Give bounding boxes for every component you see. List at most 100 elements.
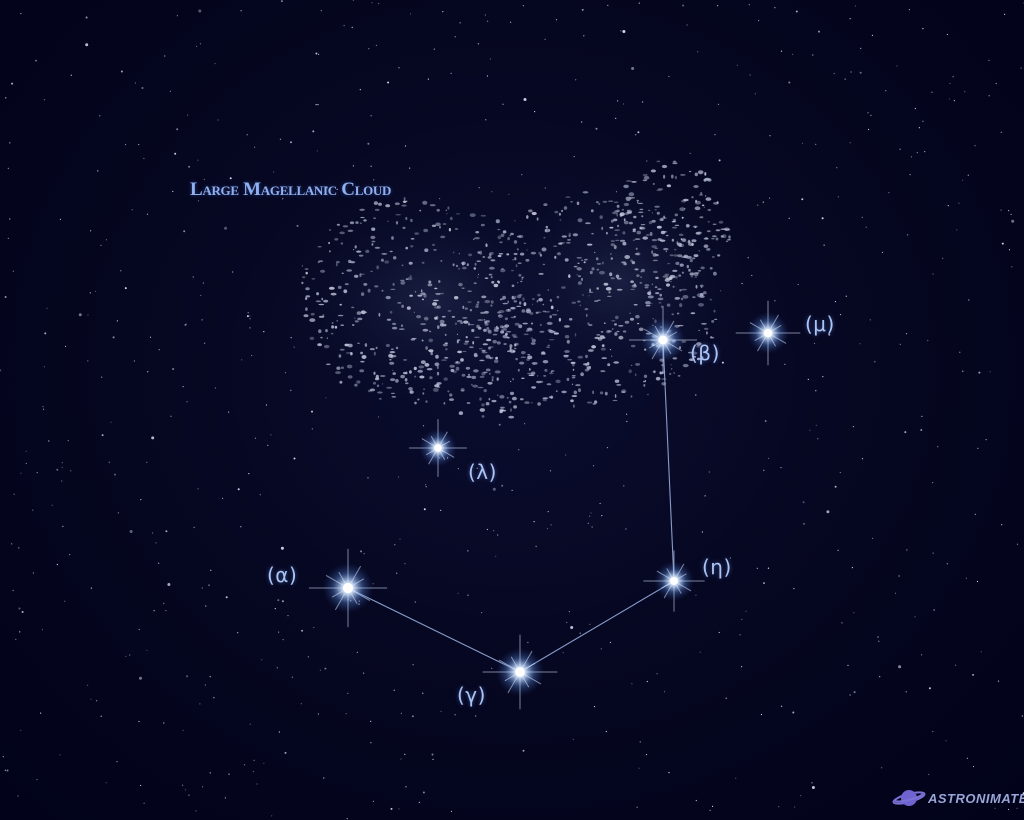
cloud-dot bbox=[423, 293, 427, 298]
cloud-dot bbox=[559, 219, 562, 221]
cloud-dot bbox=[385, 295, 391, 300]
background-star bbox=[495, 555, 497, 557]
cloud-dot bbox=[612, 399, 618, 402]
background-star bbox=[279, 138, 281, 140]
background-star bbox=[25, 450, 27, 452]
cloud-dot bbox=[693, 254, 699, 258]
cloud-dot bbox=[586, 401, 593, 404]
background-star bbox=[249, 315, 251, 317]
cloud-dot bbox=[599, 335, 605, 338]
cloud-dot bbox=[526, 308, 531, 312]
background-star bbox=[187, 114, 189, 116]
cloud-dot bbox=[556, 295, 560, 299]
cloud-dot bbox=[403, 359, 408, 361]
cloud-dot bbox=[420, 323, 426, 325]
background-star bbox=[317, 104, 319, 106]
cloud-dot bbox=[384, 260, 390, 264]
background-star bbox=[1000, 209, 1002, 211]
cloud-dot bbox=[439, 319, 445, 324]
cloud-dot bbox=[617, 224, 620, 228]
background-star bbox=[110, 421, 112, 423]
cloud-dot bbox=[689, 258, 693, 263]
background-star bbox=[224, 226, 228, 230]
cloud-dot bbox=[525, 329, 529, 332]
background-star bbox=[182, 386, 184, 388]
background-star bbox=[116, 320, 118, 322]
cloud-dot bbox=[481, 403, 485, 407]
cloud-dot bbox=[425, 346, 428, 350]
background-star bbox=[758, 20, 760, 22]
cloud-dot bbox=[454, 228, 459, 230]
cloud-dot bbox=[678, 274, 682, 277]
background-star bbox=[1010, 213, 1012, 215]
background-star bbox=[877, 636, 879, 638]
cloud-dot bbox=[520, 398, 524, 401]
cloud-dot bbox=[542, 310, 547, 313]
cloud-dot bbox=[357, 342, 360, 344]
background-star bbox=[261, 659, 263, 661]
cloud-dot bbox=[546, 346, 551, 349]
cloud-dot bbox=[481, 371, 486, 376]
background-star bbox=[623, 485, 625, 487]
cloud-dot bbox=[646, 393, 650, 396]
cloud-dot bbox=[672, 162, 678, 165]
background-star bbox=[626, 420, 628, 423]
cloud-dot bbox=[433, 299, 439, 302]
background-star bbox=[64, 600, 66, 602]
cloud-dot bbox=[444, 333, 447, 336]
background-star bbox=[762, 201, 764, 203]
background-star bbox=[367, 477, 369, 479]
background-star bbox=[41, 629, 44, 631]
cloud-dot bbox=[611, 320, 616, 322]
cloud-dot bbox=[512, 378, 514, 381]
cloud-dot bbox=[561, 286, 566, 289]
background-star bbox=[85, 16, 88, 19]
background-star bbox=[974, 513, 976, 515]
background-star bbox=[565, 454, 567, 456]
background-star bbox=[656, 673, 658, 675]
cloud-dot bbox=[356, 311, 362, 315]
cloud-dot bbox=[610, 240, 615, 242]
cloud-dot bbox=[522, 297, 525, 302]
cloud-dot bbox=[374, 246, 381, 249]
cloud-dot bbox=[432, 302, 438, 306]
background-star bbox=[90, 587, 92, 589]
background-star bbox=[467, 550, 469, 552]
cloud-dot bbox=[604, 391, 608, 396]
cloud-dot bbox=[517, 294, 522, 299]
cloud-dot bbox=[467, 290, 472, 292]
background-star bbox=[844, 78, 846, 80]
background-star bbox=[769, 197, 771, 199]
cloud-dot bbox=[433, 249, 437, 251]
cloud-dot bbox=[666, 283, 670, 287]
cloud-dot bbox=[577, 262, 580, 264]
background-star bbox=[222, 497, 224, 499]
background-star bbox=[822, 376, 824, 378]
cloud-dot bbox=[614, 379, 620, 383]
cloud-dot bbox=[301, 281, 304, 285]
cloud-dot bbox=[344, 283, 349, 286]
cloud-dot bbox=[496, 341, 501, 345]
background-star bbox=[35, 59, 37, 62]
cloud-dot bbox=[447, 206, 450, 210]
background-star bbox=[521, 174, 523, 176]
background-star bbox=[20, 729, 22, 731]
cloud-dot bbox=[431, 224, 437, 227]
cloud-dot bbox=[305, 271, 308, 275]
background-star bbox=[968, 299, 970, 301]
cloud-dot bbox=[523, 302, 527, 307]
cloud-dot bbox=[679, 207, 686, 212]
cloud-dot bbox=[621, 208, 625, 211]
background-star bbox=[717, 103, 720, 105]
cloud-dot bbox=[625, 212, 629, 216]
background-star bbox=[278, 631, 280, 633]
cloud-dot bbox=[709, 267, 713, 270]
background-star bbox=[847, 664, 849, 667]
cloud-dot bbox=[356, 250, 362, 253]
cloud-dot bbox=[351, 306, 355, 309]
cloud-dot bbox=[530, 342, 536, 345]
star-gamma bbox=[482, 634, 558, 710]
background-star bbox=[1021, 715, 1023, 717]
background-star bbox=[849, 142, 851, 144]
background-star bbox=[174, 152, 177, 155]
